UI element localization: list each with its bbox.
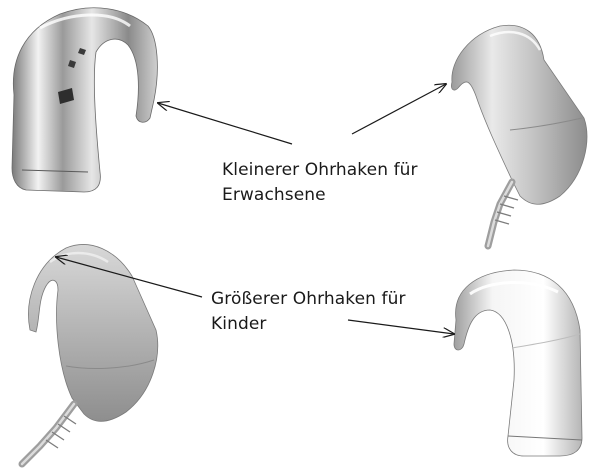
cable-top-right (488, 182, 518, 246)
cable-bottom-left (22, 404, 76, 464)
arrow-to-top-right-hook (352, 84, 446, 134)
label-adult-line-1: Kleinerer Ohrhaken für (222, 158, 418, 183)
label-adult-ear-hook: Kleinerer Ohrhaken für Erwachsene (222, 158, 418, 208)
label-child-ear-hook: Größerer Ohrhaken für Kinder (211, 287, 406, 337)
arrow-to-top-left-hook (158, 103, 292, 144)
device-top-left-adult-hook (12, 8, 157, 192)
label-child-line-2: Kinder (211, 312, 406, 337)
label-child-line-1: Größerer Ohrhaken für (211, 287, 406, 312)
device-top-right-adult-hook (451, 25, 587, 246)
label-adult-line-2: Erwachsene (222, 183, 418, 208)
device-bottom-left-child-hook (22, 244, 158, 464)
device-bottom-right-child-hook (454, 270, 582, 456)
